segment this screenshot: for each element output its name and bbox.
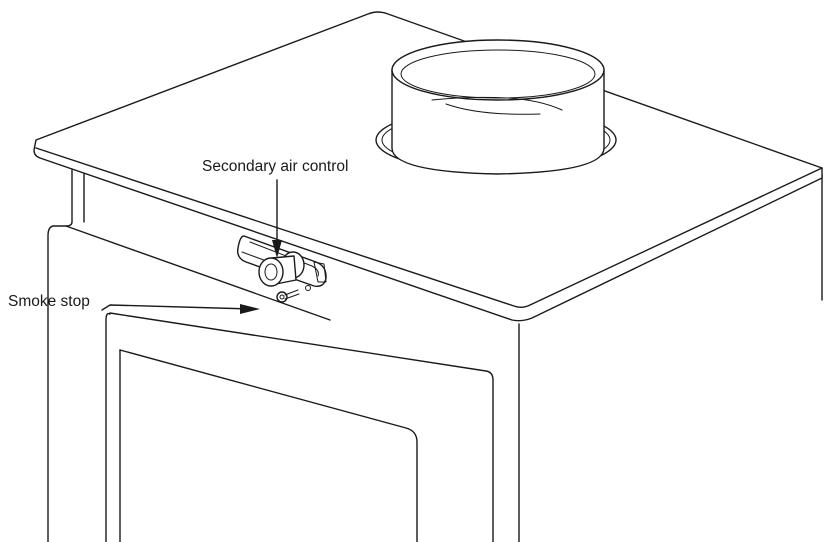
secondary-air-control-label: Secondary air control [202,158,348,175]
stove-body [47,167,823,542]
door-frame [105,312,494,542]
smoke-stop-part [276,285,311,303]
secondary-air-control-arrow [272,179,282,258]
smoke-stop-arrow [101,304,260,314]
door-glass [119,349,418,542]
smoke-stop-label: Smoke stop [8,293,90,310]
secondary-air-control-knob [258,251,305,287]
flue-collar [375,39,617,175]
